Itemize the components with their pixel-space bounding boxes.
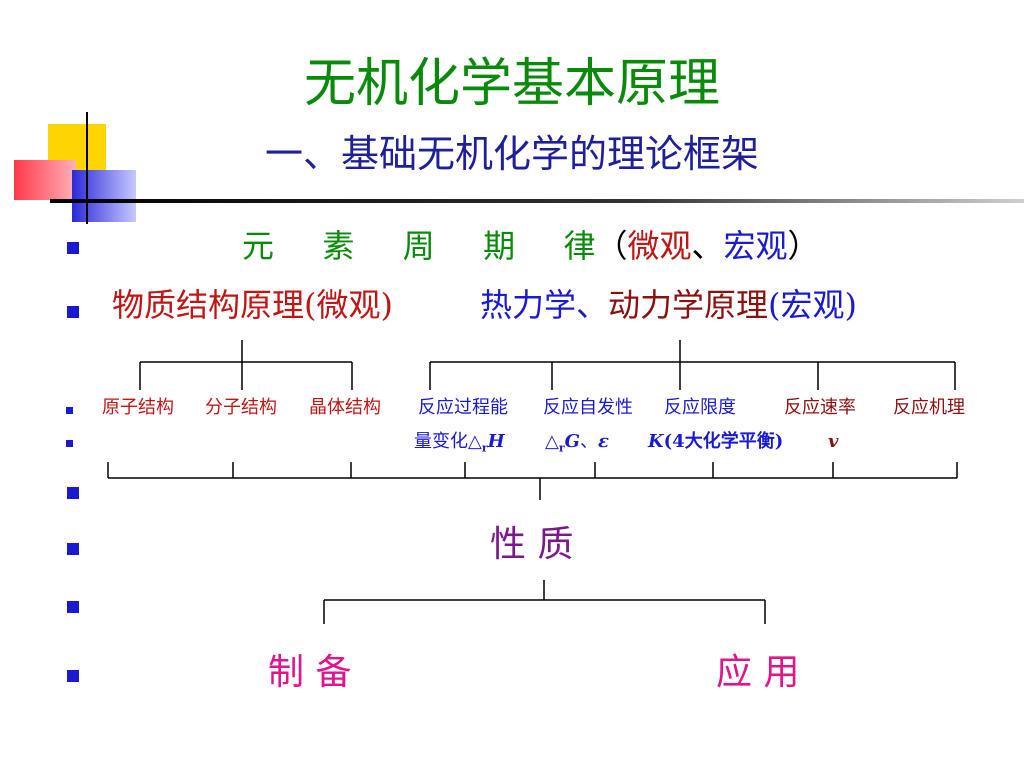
thermo-label: 热力学、	[480, 286, 609, 324]
bullet-5	[67, 487, 79, 499]
bullet-3	[66, 407, 73, 414]
decor-blue-square	[72, 170, 136, 222]
char-zhou: 周	[402, 227, 435, 265]
char-su: 素	[322, 227, 355, 265]
category-reaction-rate: 反应速率	[784, 397, 856, 418]
thermo-kinetics-principle: 热力学、动力学原理(宏观)	[480, 282, 857, 328]
preparation-label: 制 备	[268, 652, 352, 693]
category-molecular-structure: 分子结构	[205, 397, 277, 418]
bullet-6	[67, 543, 79, 555]
bullet-7	[67, 601, 79, 613]
enthalpy-label: 量变化△rH	[414, 431, 505, 455]
decor-vertical-line	[86, 112, 88, 224]
kinetics-label: 动力学原理	[608, 286, 769, 324]
macro-label: 宏观	[723, 227, 788, 265]
char-lv: 律	[563, 227, 596, 265]
paren-open: （	[595, 227, 628, 265]
page-subtitle: 一、基础无机化学的理论框架	[264, 132, 759, 176]
bullet-8	[67, 670, 79, 682]
structure-principle: 物质结构原理(微观)	[112, 286, 393, 324]
bullet-2	[67, 306, 79, 318]
separator: 、	[691, 227, 724, 265]
periodic-law-line: 元 素 周 期 律（微观、宏观）	[242, 224, 820, 268]
rate-variable: v	[828, 431, 839, 452]
gibbs-label: △rG、ε	[545, 431, 609, 455]
bullet-4	[66, 440, 73, 447]
title-divider-line	[50, 199, 1024, 203]
category-reaction-limit: 反应限度	[664, 397, 736, 418]
macro-paren-label: (宏观)	[768, 286, 858, 324]
category-reaction-energy: 反应过程能	[418, 397, 508, 418]
page-title: 无机化学基本原理	[303, 54, 720, 114]
category-atomic-structure: 原子结构	[102, 397, 174, 418]
application-label: 应 用	[716, 652, 800, 693]
properties-label: 性 质	[490, 524, 574, 565]
bullet-1	[67, 242, 79, 254]
equilibrium-label: K(4大化学平衡)	[648, 431, 784, 452]
decor-red-square	[14, 160, 76, 200]
char-yuan: 元	[242, 227, 275, 265]
char-qi: 期	[483, 227, 516, 265]
micro-label: 微观	[627, 227, 692, 265]
category-spontaneity: 反应自发性	[543, 397, 633, 418]
category-reaction-mechanism: 反应机理	[893, 397, 965, 418]
paren-close: ）	[787, 227, 820, 265]
category-crystal-structure: 晶体结构	[309, 397, 381, 418]
